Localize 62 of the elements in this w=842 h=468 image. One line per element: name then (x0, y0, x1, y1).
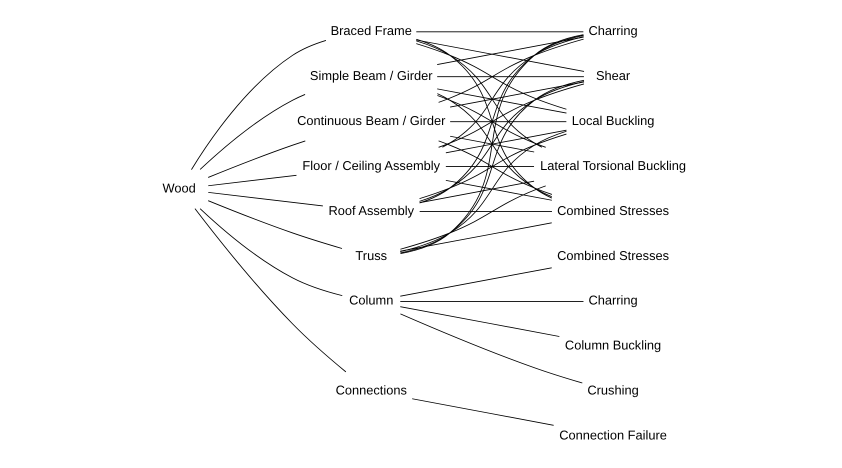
connector (400, 34, 584, 254)
connector (400, 267, 552, 297)
connector (416, 40, 542, 148)
node-text: Wood (162, 180, 196, 196)
connector (442, 36, 584, 148)
connector (208, 140, 306, 178)
connector (200, 208, 343, 296)
connector (194, 208, 346, 372)
connector (412, 398, 554, 426)
node-text: Column Buckling (564, 338, 662, 353)
node-text: Column (349, 292, 394, 308)
connector (416, 38, 552, 198)
connector (416, 31, 584, 32)
node-text: Charring (588, 23, 638, 38)
connector (208, 192, 324, 206)
node-text: Shear (596, 68, 630, 84)
node-text: Floor / Ceiling Assembly (302, 158, 440, 173)
connector (419, 35, 584, 204)
connector (445, 180, 552, 201)
node-text: Braced Frame (330, 23, 412, 38)
node-text: Connections (336, 382, 407, 398)
node-text: Combined Stresses (557, 248, 670, 263)
connector (438, 84, 584, 148)
connector (438, 140, 552, 195)
connector (445, 130, 567, 154)
connector (436, 36, 584, 65)
node-text: Local Buckling (572, 112, 654, 128)
connector (208, 200, 342, 249)
connector (400, 80, 584, 254)
node-text: Continuous Beam / Girder (297, 112, 446, 128)
connector (450, 121, 567, 122)
node-text: Lateral Torsional Buckling (540, 158, 686, 173)
node-text: Charring (588, 292, 638, 308)
node-text: Connection Failure (559, 428, 667, 443)
node-text: Roof Assembly (328, 202, 414, 218)
connector (450, 82, 584, 108)
connector (416, 40, 584, 72)
node-text: Simple Beam / Girder (310, 68, 433, 84)
node-text: Combined Stresses (557, 202, 670, 218)
connector (419, 81, 584, 202)
connector (208, 174, 297, 186)
connector (191, 40, 326, 170)
connector (400, 222, 552, 252)
connector (400, 130, 567, 252)
connector (400, 313, 583, 384)
connector (200, 94, 306, 170)
node-text: Truss (355, 248, 388, 263)
connector (445, 166, 534, 168)
connector (450, 136, 535, 152)
connector (436, 93, 552, 198)
connector (416, 43, 567, 110)
connector (400, 306, 560, 337)
connector (436, 95, 546, 148)
connector (419, 211, 552, 212)
connector (419, 134, 567, 200)
node-text: Crushing (587, 382, 639, 398)
connector (436, 88, 567, 114)
connector (419, 180, 534, 204)
connector (400, 185, 546, 250)
connector (438, 38, 584, 103)
connector (436, 76, 584, 78)
connector (400, 300, 584, 302)
